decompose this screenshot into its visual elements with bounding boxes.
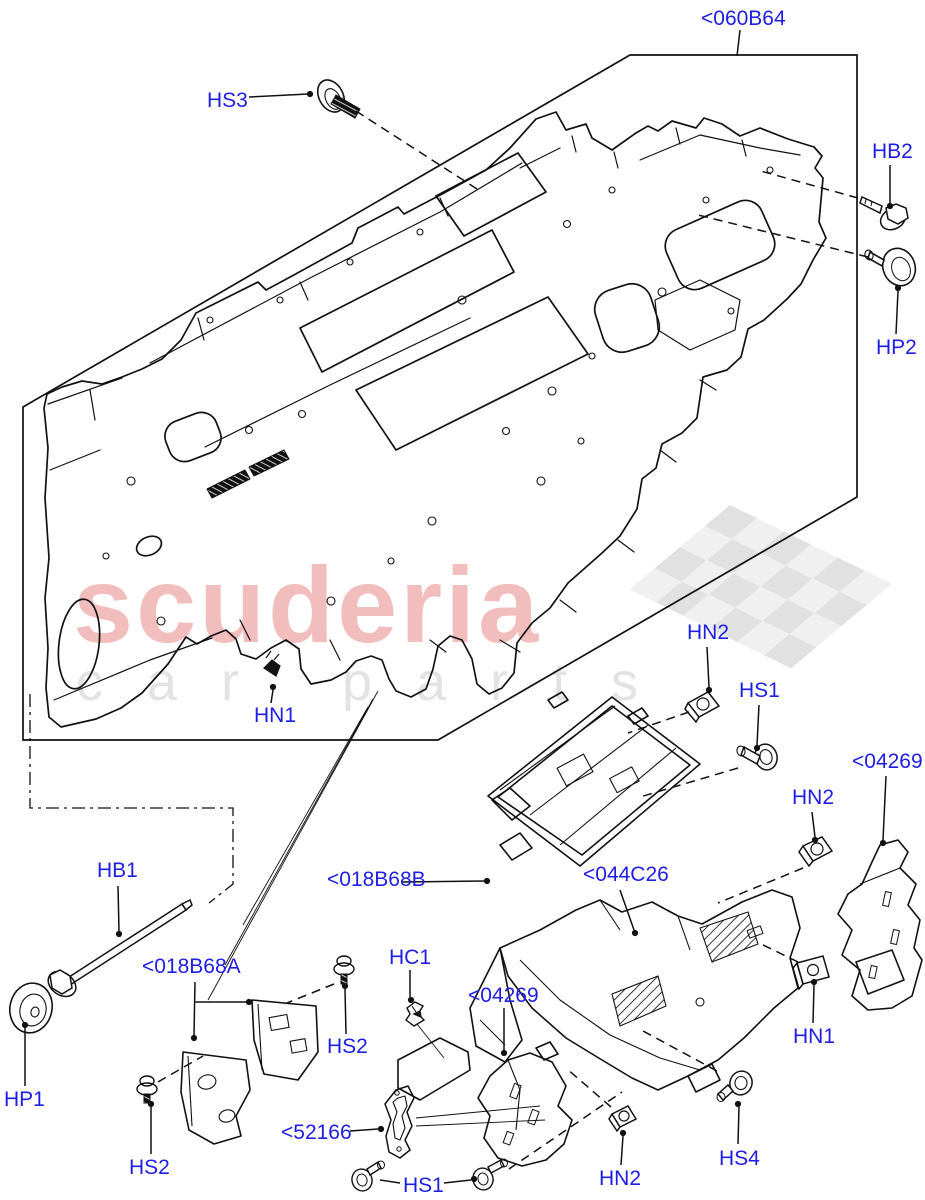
- checkered-flag-watermark: [629, 505, 892, 669]
- leader-lines: [21, 29, 902, 1184]
- fastener-hs4-screw: [716, 1070, 753, 1102]
- part-label-hb1[interactable]: HB1: [97, 859, 138, 882]
- part-label-hs2-b[interactable]: HS2: [129, 1156, 170, 1179]
- bracket-04269-right: [837, 839, 923, 1011]
- part-label-018b68b[interactable]: <018B68B: [327, 868, 426, 891]
- bracket-04269-left: [477, 1041, 573, 1167]
- part-label-52166[interactable]: <52166: [281, 1121, 352, 1144]
- part-label-hp1[interactable]: HP1: [4, 1088, 45, 1111]
- part-label-044c26[interactable]: <044C26: [583, 863, 669, 886]
- fastener-hn2-clip-top: [684, 691, 721, 724]
- part-label-hs4[interactable]: HS4: [719, 1147, 760, 1170]
- diagram-frame-box: [22, 54, 858, 741]
- part-label-060b64[interactable]: <060B64: [701, 7, 786, 30]
- gasket-52166: [384, 1085, 415, 1159]
- part-label-hc1[interactable]: HC1: [389, 946, 432, 969]
- main-frame-part: [43, 111, 827, 728]
- part-label-hs3[interactable]: HS3: [207, 89, 248, 112]
- watermark-brand-sub: car parts: [76, 652, 682, 712]
- part-label-hs1-a[interactable]: HS1: [739, 679, 780, 702]
- fastener-hs2-screw-mid: [333, 955, 355, 985]
- fastener-hs3-screw: [316, 79, 361, 119]
- part-label-04269-b[interactable]: <04269: [468, 984, 539, 1007]
- part-label-hb2[interactable]: HB2: [872, 140, 913, 163]
- part-label-hn1-b[interactable]: HN1: [793, 1025, 836, 1048]
- part-label-018b68a[interactable]: <018B68A: [142, 955, 241, 978]
- fastener-hs2-screw-bottom: [136, 1075, 158, 1104]
- part-label-hn2-c[interactable]: HN2: [599, 1167, 642, 1190]
- part-label-hs1-b[interactable]: HS1: [403, 1174, 444, 1197]
- fastener-hp2-pushpin: [864, 247, 917, 287]
- fastener-hn1-clip-left: [263, 650, 281, 677]
- part-label-hn2-b[interactable]: HN2: [792, 786, 835, 809]
- fastener-hc1-clip: [405, 1001, 426, 1027]
- part-label-hn1-a[interactable]: HN1: [254, 704, 297, 727]
- watermark-layer: scuderia car parts: [73, 505, 892, 712]
- part-label-hn2-a[interactable]: HN2: [687, 621, 730, 644]
- fastener-hb2-bolt: [859, 195, 909, 231]
- watermark-brand: scuderia: [73, 544, 541, 665]
- bracket-044c26: [397, 889, 801, 1101]
- fastener-hn2-clip-bottom: [608, 1105, 638, 1133]
- fastener-hp1-disc: [9, 982, 53, 1034]
- fastener-hn1-nut-right: [792, 955, 830, 991]
- part-label-hs2-a[interactable]: HS2: [327, 1035, 368, 1058]
- fastener-hb1-bolt: [47, 898, 193, 998]
- part-label-hp2[interactable]: HP2: [876, 336, 917, 359]
- fastener-hs1-screw-top: [736, 743, 778, 771]
- part-label-04269-a[interactable]: <04269: [852, 750, 923, 773]
- bracket-018b68a-pair: [180, 999, 319, 1145]
- bracket-018b68b: [487, 691, 701, 867]
